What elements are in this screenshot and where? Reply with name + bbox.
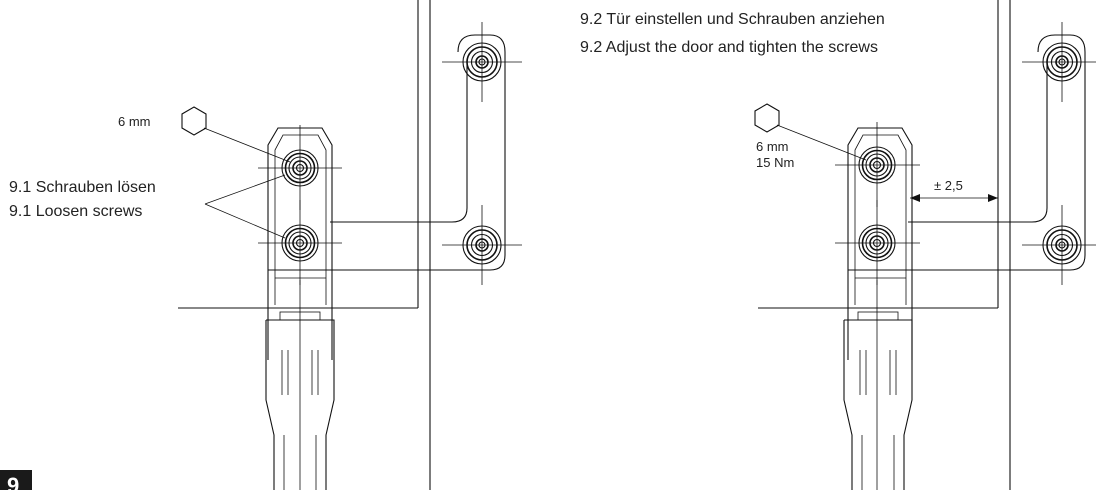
adjust-arrow-right — [988, 194, 998, 202]
loosen-leader-top — [204, 174, 286, 205]
shaft-body-left — [843, 320, 853, 490]
adjust-range-label: ± 2,5 — [934, 178, 963, 193]
shaft-body-left — [265, 320, 275, 490]
torque-label: 15 Nm — [756, 155, 794, 170]
tool-size-label: 6 mm — [756, 139, 789, 154]
mounting-plate-inner — [854, 134, 907, 305]
tool-leader-line — [776, 124, 867, 161]
adjust-arrow-left — [910, 194, 920, 202]
step-9-2-en: 9.2 Adjust the door and tighten the scre… — [580, 39, 878, 56]
step-number: 9 — [7, 473, 19, 490]
hinge-arm-inner — [908, 60, 1048, 223]
left-assembly: 6 mm 9.1 Schrauben lösen 9.1 Loosen scre… — [9, 0, 522, 490]
hexagon-icon — [754, 103, 780, 133]
step-number-badge: 9 — [0, 470, 32, 490]
right-assembly: ± 2,5 6 mm 15 Nm 9.2 Tür einstellen und … — [580, 0, 1096, 490]
hinge-arm-outer — [908, 34, 1086, 271]
mounting-plate-inner — [274, 134, 327, 305]
hexagon-icon — [181, 106, 207, 136]
hinge-arm-inner — [330, 60, 468, 223]
step-9-1-de: 9.1 Schrauben lösen — [9, 179, 156, 196]
loosen-leader-bottom — [204, 203, 286, 239]
mounting-plate-outer — [847, 127, 913, 310]
shaft-body-right — [266, 319, 335, 490]
tool-leader-line — [203, 127, 291, 163]
step-9-1-en: 9.1 Loosen screws — [9, 203, 142, 220]
tool-size-label: 6 mm — [118, 114, 151, 129]
step-9-2-de: 9.2 Tür einstellen und Schrauben anziehe… — [580, 11, 885, 28]
hinge-arm-outer — [330, 34, 506, 271]
shaft-body-right — [844, 319, 913, 490]
